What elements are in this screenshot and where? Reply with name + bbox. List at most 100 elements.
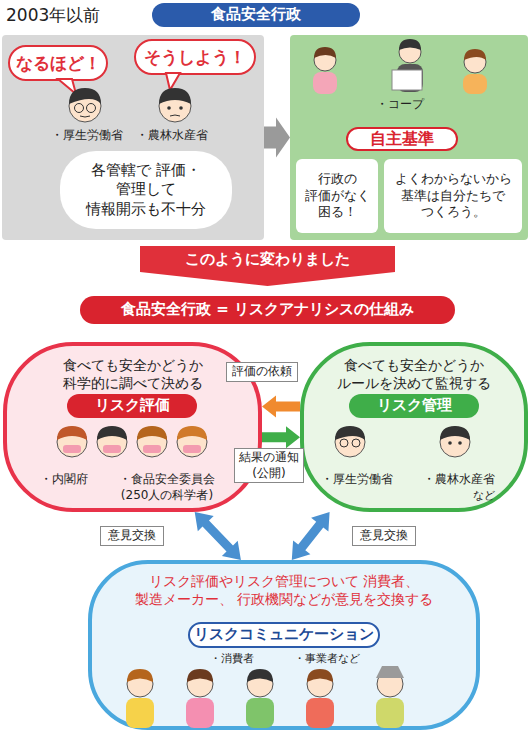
- node-text: このように変わりました: [140, 250, 395, 270]
- community-people-part: [127, 671, 153, 697]
- community-people-part: [187, 669, 213, 682]
- official-face-part: [170, 115, 180, 116]
- management-pill: リスク管理: [349, 394, 479, 418]
- section-pill: 食品安全行政 = リスクアナリシスの仕組み: [80, 296, 455, 324]
- node-text: よくわからないから 基準は自分たちで つくろう。: [384, 159, 522, 233]
- speech-bubble: なるほど！: [8, 45, 108, 81]
- note-box: 各管轄で 評価・管理して 情報開示も不十分: [60, 151, 232, 229]
- manager-faces-part: [335, 427, 365, 457]
- community-people-part: [307, 669, 333, 682]
- standard-pill: 自主基準: [346, 127, 458, 151]
- scientist-faces-part: [97, 426, 127, 440]
- official-face-part: [69, 90, 101, 122]
- official-face-part: [75, 104, 84, 113]
- node-text: ・厚生労働省: [312, 472, 402, 488]
- coop-people-part: [464, 49, 486, 60]
- scientist-faces-part: [103, 445, 121, 453]
- flow-arrow: [262, 426, 300, 448]
- official-face-part: [159, 88, 191, 104]
- community-people-part: [376, 698, 404, 728]
- flow-arrow: [292, 512, 330, 560]
- manager-faces-part: [458, 441, 462, 445]
- risk-management-area: 食べても安全かどうか ルールを決めて監視する・厚生労働省・農林水産省などリスク管…: [300, 342, 528, 512]
- edge-label: 意見交換: [100, 526, 164, 546]
- community-people-part: [376, 666, 404, 678]
- edge-label: 評価の依頼: [226, 362, 298, 382]
- node-text: 行政の 評価がなく 困る！: [296, 159, 378, 233]
- manager-faces: [335, 426, 470, 457]
- change-banner: このように変わりました: [140, 246, 395, 286]
- official-face-part: [80, 116, 90, 117]
- manager-faces-part: [340, 439, 348, 447]
- node-text: ・農林水産省: [127, 128, 217, 144]
- official-face-part: [167, 106, 171, 110]
- manager-faces-part: [352, 439, 360, 447]
- communication-pill: リスクコミュニケーション: [188, 622, 380, 648]
- scientist-faces-part: [57, 426, 87, 440]
- coop-panel: ・コープ自主基準行政の 評価がなく 困る！よくわからないから 基準は自分たちで …: [290, 35, 528, 240]
- before-panel: ・厚生労働省・農林水産省なるほど！そうしよう！各管轄で 評価・管理して 情報開示…: [2, 35, 264, 240]
- manager-faces-part: [440, 426, 470, 440]
- heading-pill: 食品安全行政: [152, 3, 360, 27]
- community-people-part: [187, 671, 213, 697]
- speech-tail: [58, 73, 180, 94]
- coop-people-part: [397, 64, 423, 92]
- edge-label: 意見交換: [352, 526, 416, 546]
- official-face: [69, 88, 101, 122]
- coop-people-part: [314, 47, 336, 58]
- banner-arrow-shape: [140, 246, 395, 286]
- community-people-part: [307, 671, 333, 697]
- coop-people-part: [399, 39, 421, 50]
- risk-communication-area: リスク評価やリスク管理について 消費者、製造メーカー、 行政機関などが意見を交換…: [88, 560, 480, 730]
- flow-arrow: [195, 512, 241, 560]
- community-people-part: [186, 698, 214, 728]
- manager-faces-part: [440, 427, 470, 457]
- scientist-faces-part: [137, 426, 167, 440]
- node-text: 自主基準: [348, 129, 456, 149]
- speech-tail-part: [166, 73, 180, 90]
- coop-people-part: [392, 70, 422, 90]
- coop-people: [313, 39, 487, 94]
- scientist-faces-part: [183, 445, 201, 453]
- node-text: リスクコミュニケーション: [190, 624, 378, 646]
- scientist-faces-part: [137, 427, 167, 457]
- node-text: なるほど！: [10, 47, 106, 79]
- coop-people-part: [464, 51, 486, 73]
- official-face-part: [179, 106, 183, 110]
- comment-box: よくわからないから 基準は自分たちで つくろう。: [384, 159, 522, 233]
- community-people-part: [246, 698, 274, 728]
- scientist-faces-part: [63, 445, 81, 453]
- node-text: 食品安全行政: [152, 3, 360, 27]
- node-text: リスク評価: [67, 394, 197, 418]
- scientist-faces-part: [57, 427, 87, 457]
- community-people-part: [247, 669, 273, 682]
- node-text: 食品安全行政 = リスクアナリシスの仕組み: [80, 296, 455, 324]
- official-face: [159, 88, 191, 122]
- coop-people-part: [313, 72, 337, 94]
- community-people-part: [126, 698, 154, 728]
- speech-bubble: そうしよう！: [134, 39, 256, 75]
- official-face-part: [159, 90, 191, 122]
- node-text: など: [464, 489, 504, 503]
- flow-arrow: [262, 396, 300, 418]
- community-people-part: [377, 671, 403, 697]
- scientist-faces-part: [97, 427, 127, 457]
- community-people-part: [127, 669, 153, 682]
- flow-arrow: [264, 118, 290, 158]
- official-face-part: [69, 88, 101, 104]
- scientist-faces-part: [143, 445, 161, 453]
- risk-assessment-area: 食べても安全かどうか 科学的に調べて決める・内閣府・食品安全委員会 (250人の…: [3, 342, 262, 512]
- node-text: そうしよう！: [136, 41, 254, 73]
- coop-people-part: [314, 49, 336, 71]
- assessment-pill: リスク評価: [67, 394, 197, 418]
- period-label: 2003年以前: [6, 4, 100, 27]
- node-text: 食べても安全かどうか ルールを決めて監視する: [314, 356, 514, 392]
- node-text: 各管轄で 評価・管理して 情報開示も不十分: [60, 151, 232, 229]
- comment-box: 行政の 評価がなく 困る！: [296, 159, 378, 233]
- scientist-faces: [57, 426, 207, 457]
- node-text: ・食品安全委員会 (250人の科学者): [102, 472, 232, 503]
- node-text: リスク評価やリスク管理について 消費者、製造メーカー、 行政機関などが意見を交換…: [122, 572, 446, 608]
- node-text: ・消費者: [197, 652, 267, 666]
- node-text: ・コープ: [360, 97, 440, 113]
